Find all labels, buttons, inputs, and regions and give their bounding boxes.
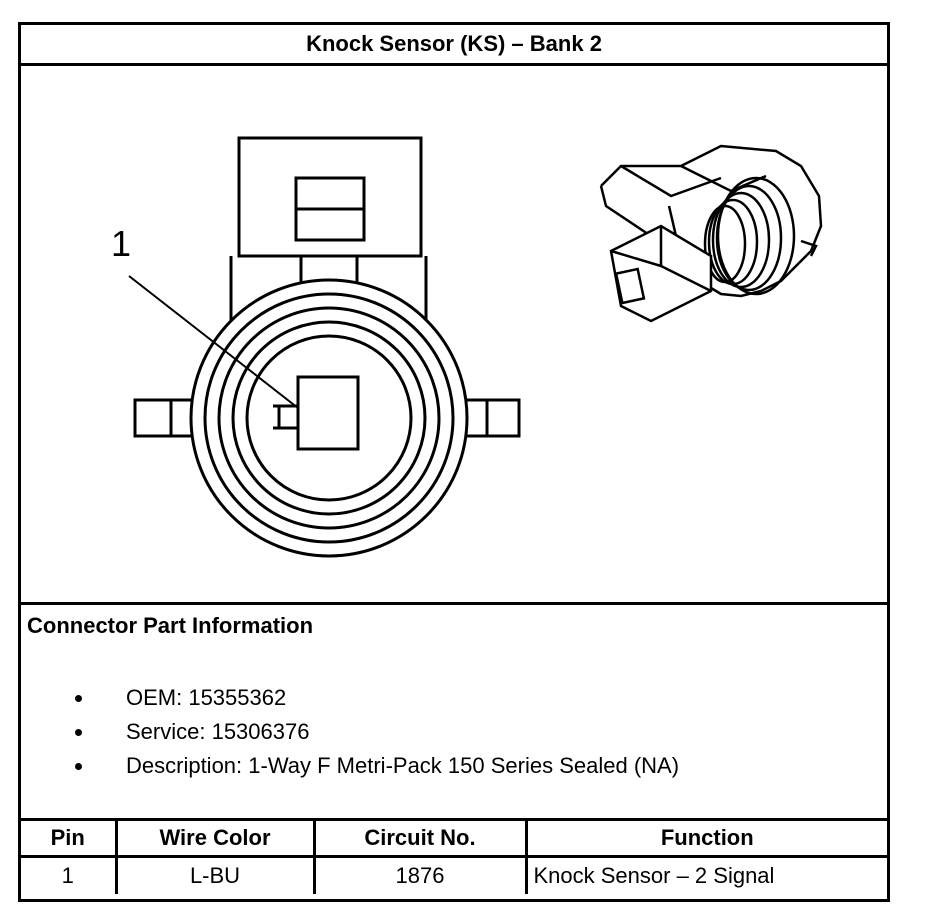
connector-front-view	[133, 136, 521, 558]
service-part-number: Service: 15306376	[126, 719, 310, 744]
connector-isometric-view	[599, 144, 823, 323]
connector-sheet: Knock Sensor (KS) – Bank 2	[18, 22, 890, 902]
cell-function: Knock Sensor – 2 Signal	[524, 855, 887, 894]
bullet-icon	[75, 729, 82, 736]
cell-wire-color: L-BU	[114, 855, 316, 894]
oem-part-number: OEM: 15355362	[126, 685, 287, 710]
table-header-row: Pin Wire Color Circuit No. Function	[21, 818, 887, 858]
cell-pin: 1	[21, 855, 118, 894]
connector-part-info: Connector Part Information OEM: 15355362…	[21, 602, 887, 821]
header-circuit-no: Circuit No.	[312, 818, 528, 858]
connector-info-heading: Connector Part Information	[27, 613, 314, 638]
connector-drawing	[128, 136, 823, 558]
list-item: OEM: 15355362	[21, 685, 887, 719]
header-function: Function	[524, 818, 887, 858]
connector-description: Description: 1-Way F Metri-Pack 150 Seri…	[126, 753, 680, 778]
list-item: Service: 15306376	[21, 719, 887, 753]
header-pin: Pin	[21, 818, 118, 858]
header-wire-color: Wire Color	[114, 818, 316, 858]
cell-circuit-no: 1876	[312, 855, 528, 894]
connector-figure: 1	[21, 66, 887, 602]
connector-info-list: OEM: 15355362 Service: 15306376 Descript…	[21, 685, 887, 787]
pin-table: Pin Wire Color Circuit No. Function 1 L-…	[21, 818, 887, 894]
callout-label: 1	[111, 223, 132, 264]
bullet-icon	[75, 695, 82, 702]
page-title: Knock Sensor (KS) – Bank 2	[21, 25, 887, 66]
list-item: Description: 1-Way F Metri-Pack 150 Seri…	[21, 753, 887, 787]
bullet-icon	[75, 763, 82, 770]
callout-1	[128, 275, 299, 409]
table-row: 1 L-BU 1876 Knock Sensor – 2 Signal	[21, 855, 887, 894]
